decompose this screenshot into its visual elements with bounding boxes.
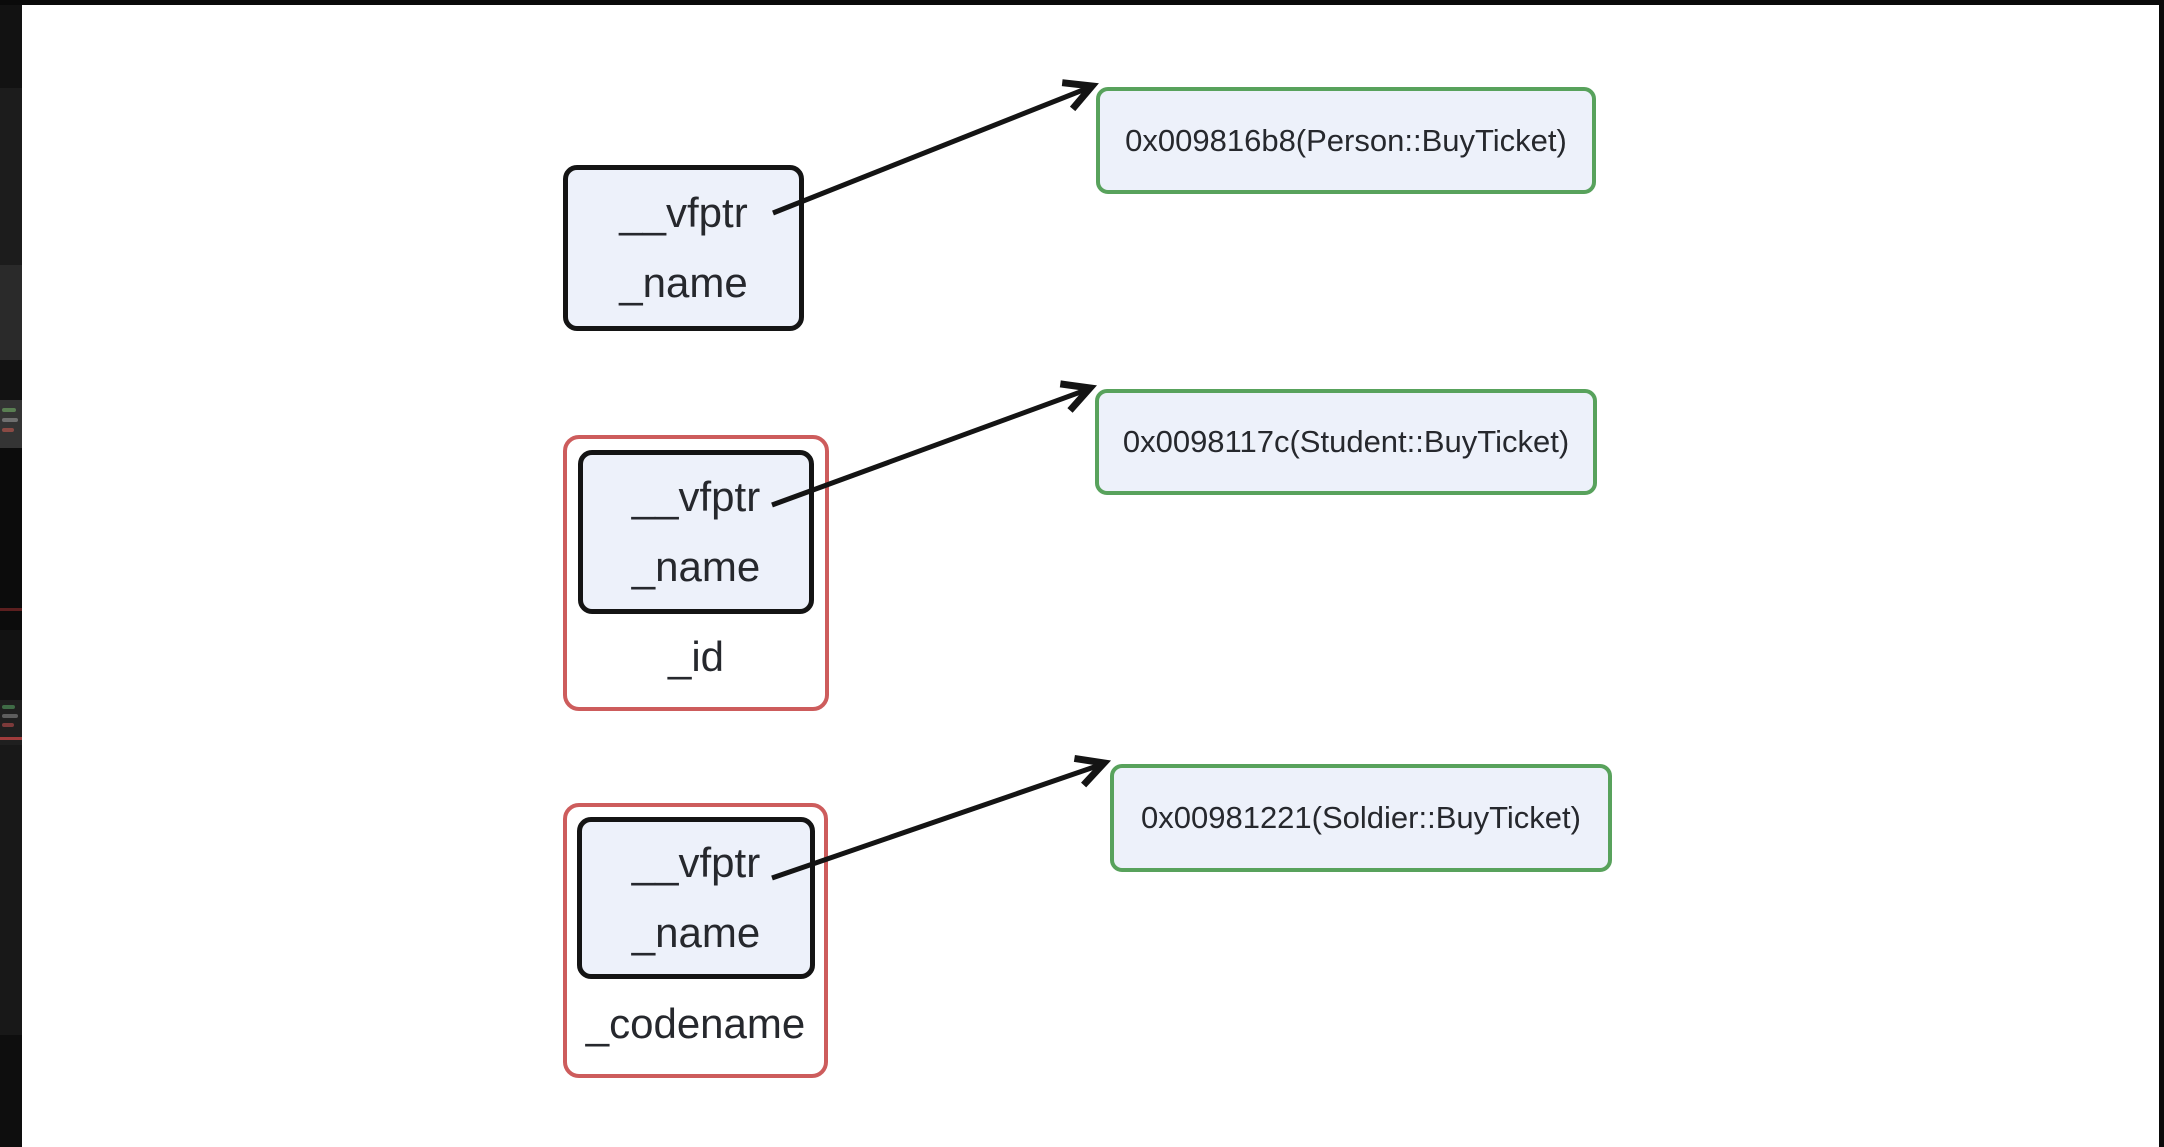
dimmed-content-band <box>0 400 22 448</box>
object-field-label: __vfptr <box>619 189 748 236</box>
vfptr-arrow-person <box>772 79 1099 216</box>
vtable-entry-node-soldier: 0x00981221(Soldier::BuyTicket) <box>1110 764 1612 872</box>
dimmed-content-band <box>0 745 22 1035</box>
dimmed-text-fragment <box>2 723 14 727</box>
dimmed-content-band <box>0 1035 22 1147</box>
object-node-person: __vfptr _name <box>563 165 804 331</box>
dimmed-page-right-edge <box>2159 0 2164 1147</box>
object-field-label: _name <box>631 543 761 590</box>
dimmed-divider <box>0 737 22 740</box>
member-field-label: _codename <box>585 1000 806 1047</box>
object-node-soldier-base: __vfptr _name <box>577 817 815 979</box>
object-field-label: _name <box>619 259 748 306</box>
dimmed-content-band <box>0 265 22 360</box>
dimmed-content-band <box>0 448 22 630</box>
vtable-entry-node-person: 0x009816b8(Person::BuyTicket) <box>1096 87 1596 194</box>
dimmed-text-fragment <box>2 408 16 412</box>
dimmed-content-band <box>0 88 22 265</box>
dimmed-divider <box>0 608 22 611</box>
dimmed-text-fragment <box>2 418 18 422</box>
object-field-label: _name <box>631 909 761 956</box>
object-node-student-base: __vfptr _name <box>578 450 814 614</box>
vtable-entry-label: 0x00981221(Soldier::BuyTicket) <box>1141 800 1581 835</box>
vtable-entry-label: 0x0098117c(Student::BuyTicket) <box>1122 424 1570 459</box>
object-field-label: __vfptr <box>631 839 761 886</box>
dimmed-text-fragment <box>2 705 15 709</box>
vtable-entry-label: 0x009816b8(Person::BuyTicket) <box>1125 122 1567 158</box>
vtable-entry-node-student: 0x0098117c(Student::BuyTicket) <box>1095 389 1597 495</box>
dimmed-text-fragment <box>2 428 14 432</box>
dimmed-page-top-edge <box>0 0 2164 5</box>
dimmed-content-band <box>0 700 22 745</box>
derived-object-outline-student: __vfptr _name _id <box>563 435 829 711</box>
dimmed-text-fragment <box>2 714 18 718</box>
derived-object-outline-soldier: __vfptr _name _codename <box>563 803 828 1078</box>
object-field-label: __vfptr <box>631 473 761 520</box>
dimmed-page-left-edge <box>0 0 22 1147</box>
member-field-label: _id <box>667 633 725 680</box>
